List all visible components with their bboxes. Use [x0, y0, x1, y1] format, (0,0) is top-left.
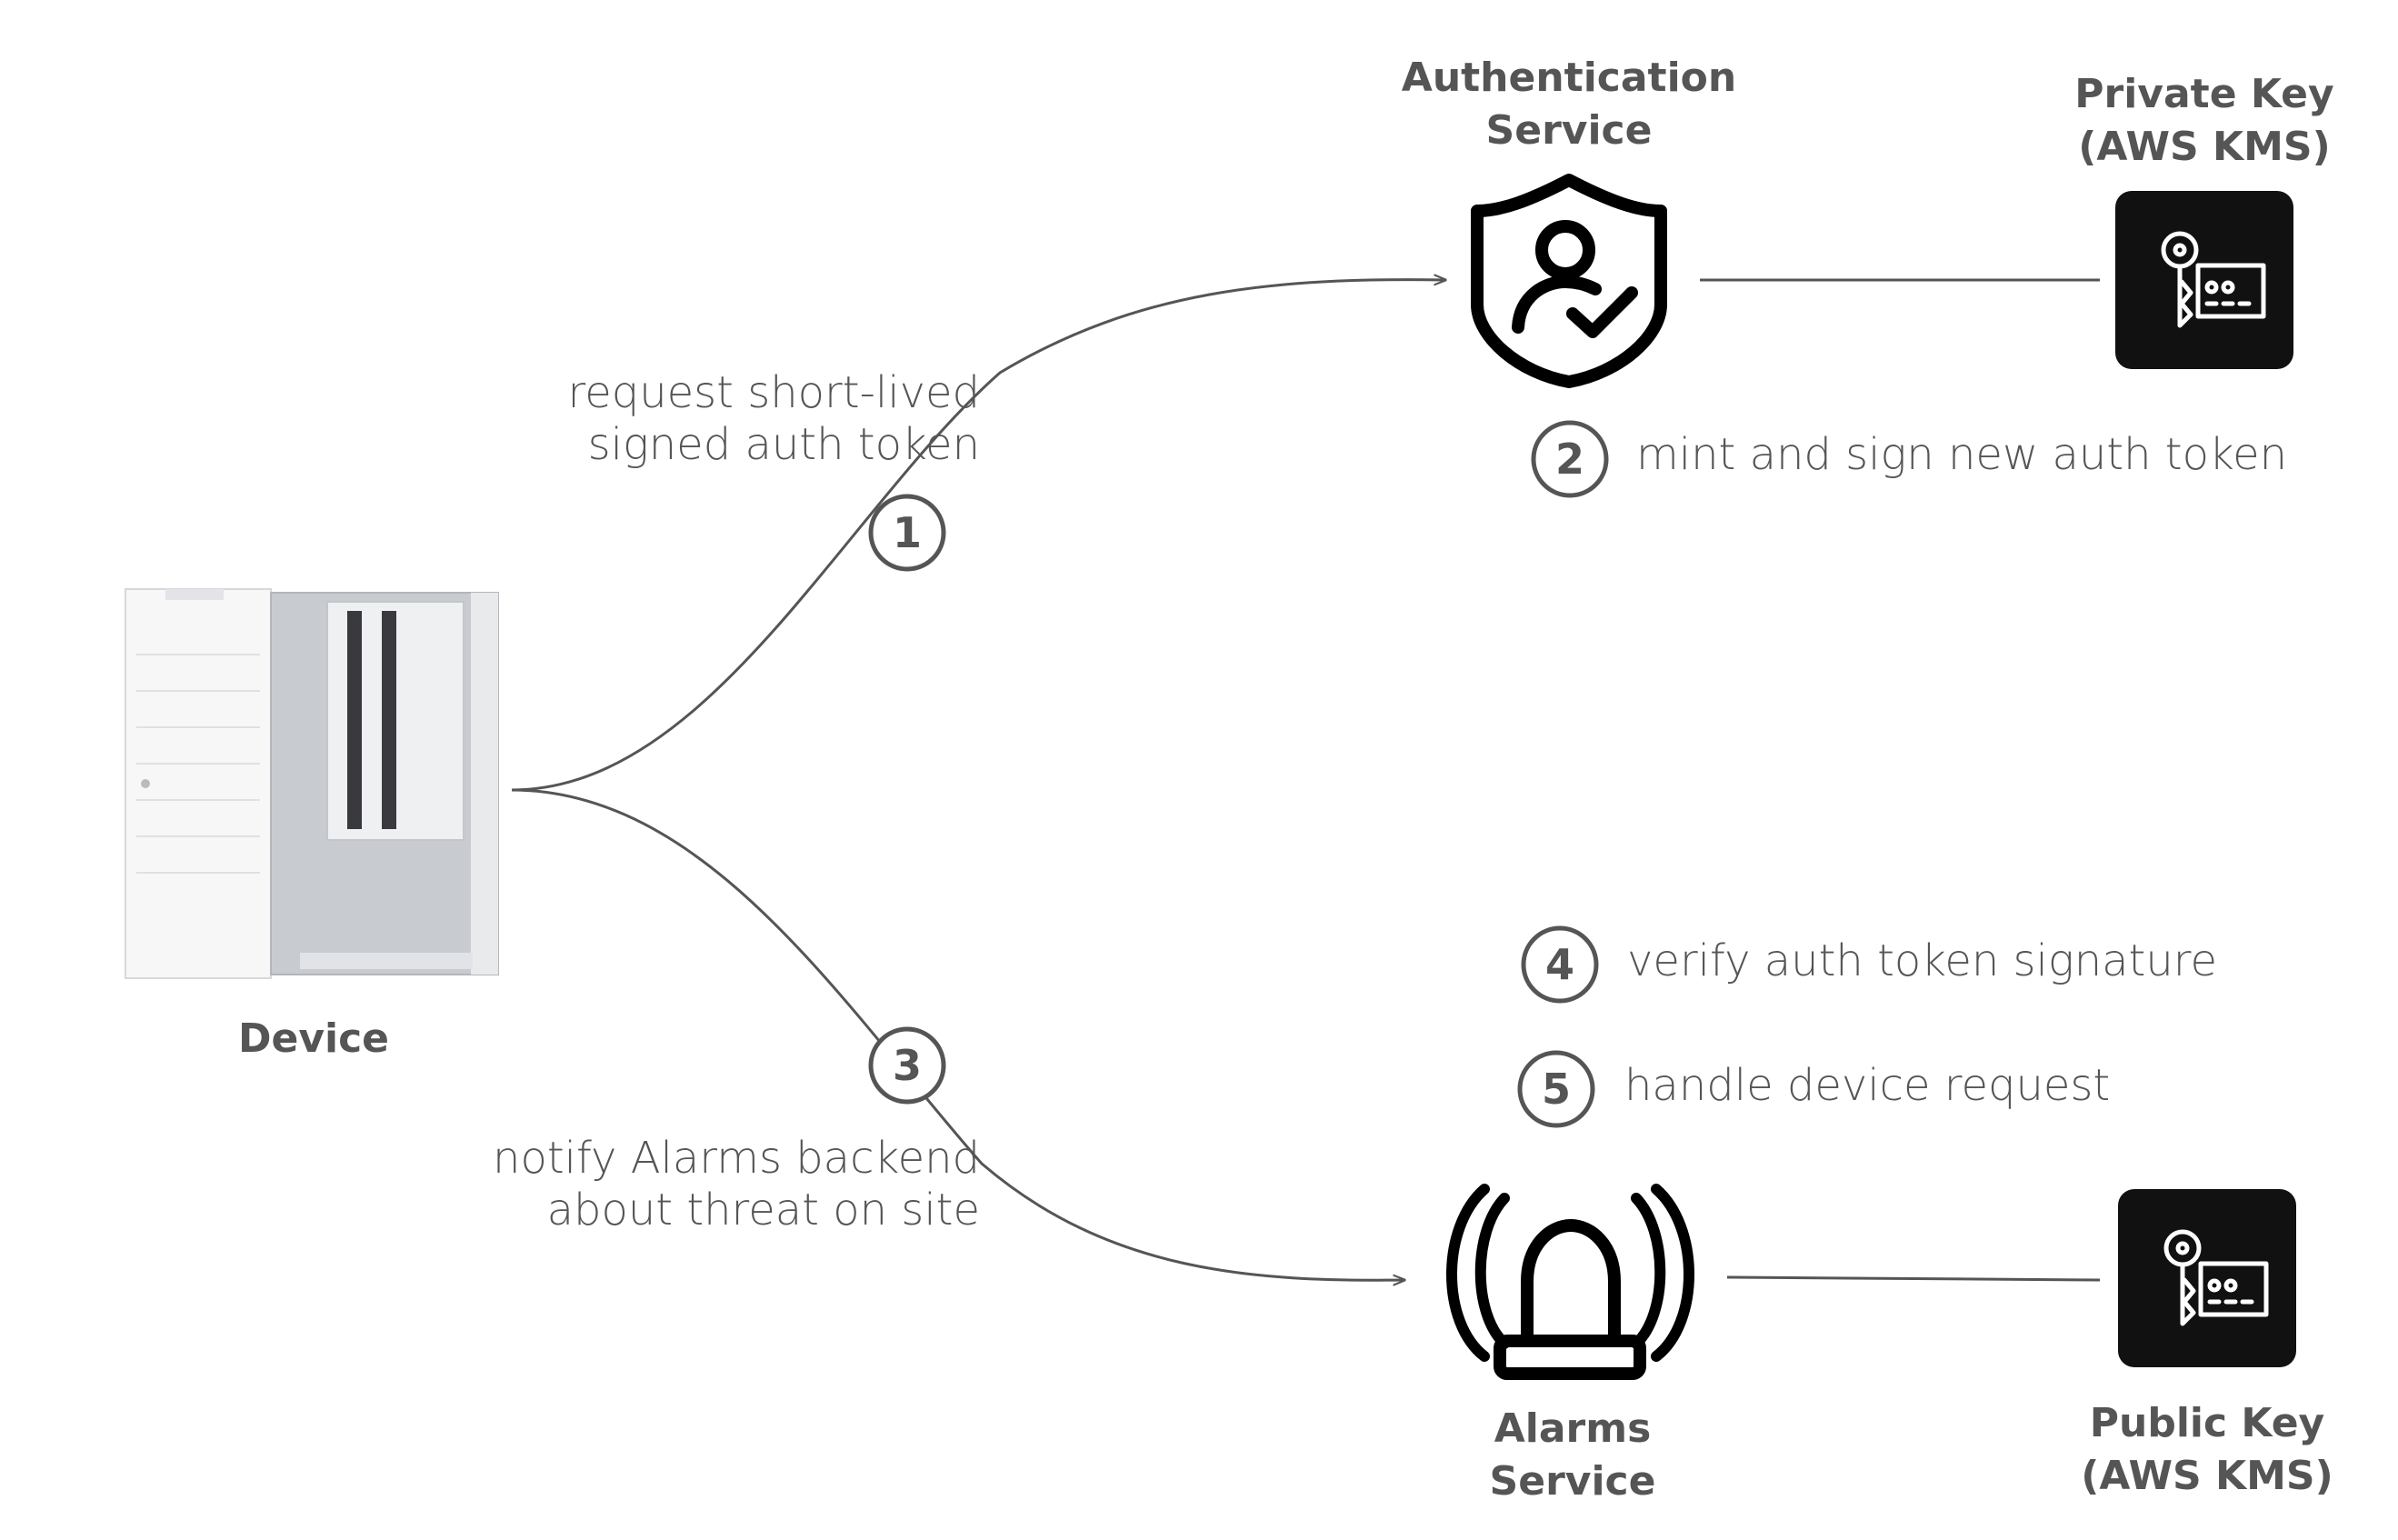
- private-key-title: Private Key: [2074, 71, 2333, 117]
- step-1-badge: [868, 494, 946, 572]
- step-3-label-line1: notify Alarms backend: [493, 1133, 980, 1184]
- step-3-number: 3: [893, 1041, 922, 1090]
- siren-alarm-icon: [1446, 1184, 1694, 1380]
- arrow-device-to-auth: [511, 280, 1445, 792]
- step-4-label: verify auth token signature: [1627, 935, 2217, 986]
- alarms-service-title: Alarms: [1494, 1405, 1652, 1452]
- public-key-title-line2: (AWS KMS): [2081, 1453, 2333, 1499]
- step-2-label: mint and sign new auth token: [1636, 429, 2287, 480]
- step-2-badge: [1531, 420, 1609, 498]
- device-panel-icon: [125, 588, 499, 979]
- private-key-icon: [2115, 191, 2293, 369]
- step-1-label-line1: request short-lived: [568, 367, 980, 418]
- shield-user-check-icon: [1471, 174, 1667, 388]
- public-key-icon: [2118, 1189, 2296, 1367]
- step-3-label-line2: about threat on site: [547, 1185, 980, 1235]
- step-5-label: handle device request: [1624, 1060, 2110, 1111]
- alarms-service-title-line2: Service: [1490, 1458, 1656, 1505]
- auth-service-title-line2: Service: [1486, 107, 1653, 154]
- step-2-number: 2: [1555, 435, 1584, 484]
- step-5-number: 5: [1542, 1065, 1571, 1114]
- connector-alarms-to-public-key: [1726, 1275, 2101, 1282]
- auth-service-title: Authentication: [1402, 55, 1736, 101]
- private-key-title-line2: (AWS KMS): [2078, 124, 2330, 170]
- step-4-number: 4: [1545, 940, 1574, 989]
- step-5-badge: [1517, 1050, 1595, 1128]
- step-1-number: 1: [893, 508, 922, 557]
- step-1-label-line2: signed auth token: [588, 419, 980, 470]
- public-key-title: Public Key: [2090, 1400, 2324, 1446]
- device-title: Device: [238, 1015, 389, 1062]
- step-4-badge: [1521, 925, 1599, 1004]
- step-3-badge: [868, 1026, 946, 1105]
- arrow-device-to-alarms: [511, 788, 1404, 1280]
